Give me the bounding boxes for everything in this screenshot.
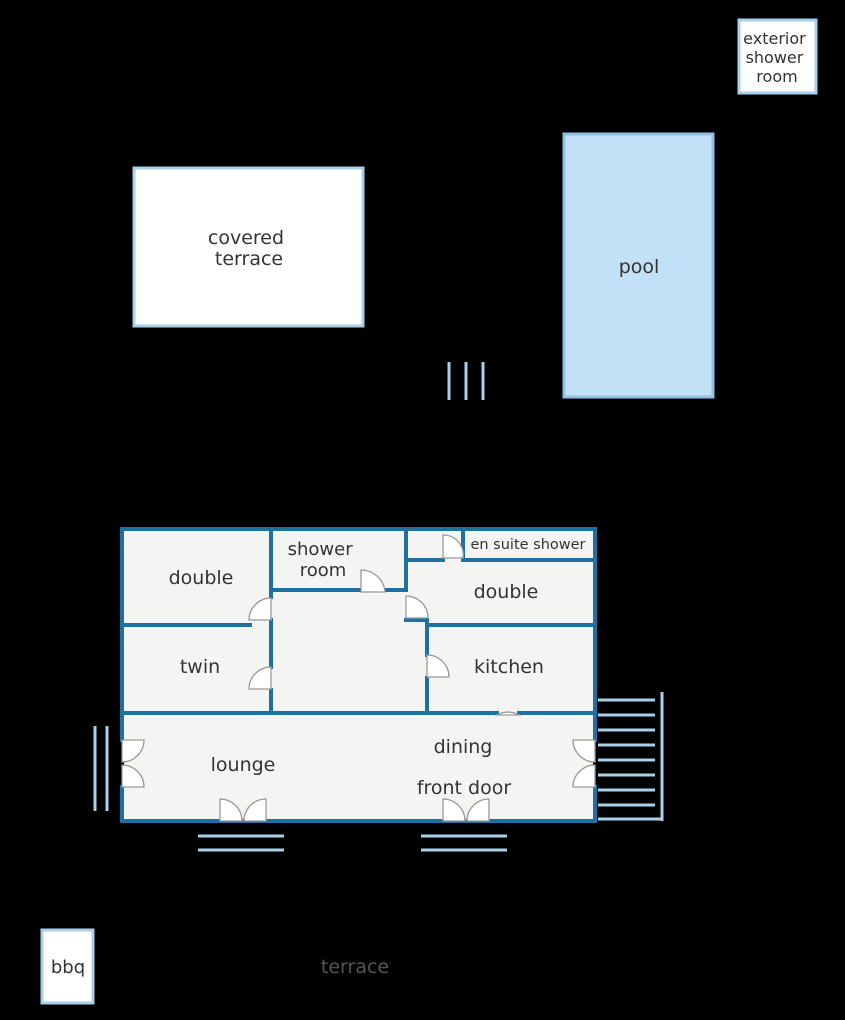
exterior-shower-room-label-3: room [756,67,797,86]
door-double-right [405,595,429,619]
door-twin [248,666,272,690]
covered-terrace: covered terrace [132,166,365,328]
bbq-label: bbq [51,957,85,978]
exterior-shower-room-box [737,18,818,95]
walls [120,527,597,823]
svg-text:shower room: shower room [288,539,359,581]
door-lounge-west-b [121,764,145,788]
terrace-label: terrace [321,956,389,978]
exterior-shower-room-label-1: exterior [743,29,806,48]
bbq: bbq [40,928,95,1005]
room-label-kitchen: kitchen [474,656,544,678]
door-lounge-south-b [243,798,267,822]
pool: pool [562,132,715,399]
svg-text:exterior shower ro: exterior shower room [743,29,811,86]
door-kitchen [426,654,450,678]
doors [121,534,596,822]
pool-area [562,132,715,399]
covered-terrace-label-1: covered [208,227,284,249]
room-label-double-left: double [169,567,234,589]
door-dining-east-a [572,739,596,763]
covered-terrace-label-2: terrace [215,248,283,270]
door-lounge-south-a [219,798,243,822]
exterior-shower-room-label-2: shower [746,48,804,67]
room-label-double-right: double [474,581,539,603]
room-label-twin: twin [180,656,220,678]
door-double-left [248,597,272,621]
door-front-a [442,798,466,822]
door-dining-east-b [572,764,596,788]
exterior-shower-room: exterior shower room [737,18,818,95]
covered-terrace-box [132,166,365,328]
room-floors [124,531,593,819]
house: double shower room en suite shower doubl… [120,527,597,823]
room-label-shower-room-1: shower [288,539,354,560]
door-en-suite [442,534,464,559]
pool-label: pool [619,256,660,278]
room-label-lounge: lounge [211,754,276,776]
bbq-box [40,928,95,1005]
steps-west [93,726,109,811]
room-label-shower-room-2: room [300,560,347,581]
steps-lounge [198,834,284,852]
door-shower-room [360,569,386,593]
svg-text:covered terrace: covered terrace [208,227,290,270]
room-label-dining: dining [434,736,493,758]
room-label-en-suite-shower: en suite shower [470,537,585,553]
door-lounge-west-a [121,739,145,763]
door-front-b [466,798,490,822]
room-label-front-door: front door [417,777,512,799]
steps-front [421,834,507,852]
pool-steps [447,362,485,400]
door-kitchen-dining [494,711,522,716]
steps-east [598,692,664,821]
